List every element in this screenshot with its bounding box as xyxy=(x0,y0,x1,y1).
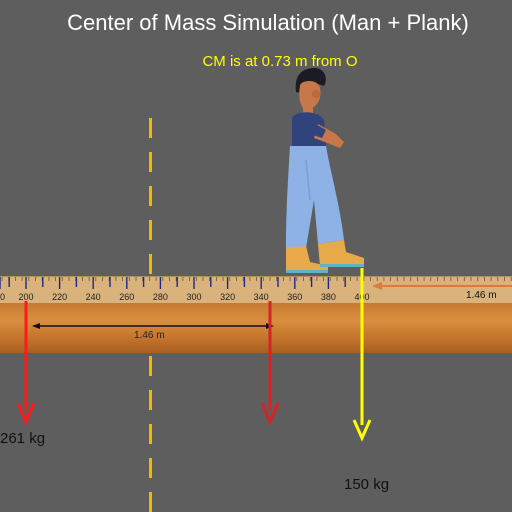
ruler-label: 320 xyxy=(220,292,235,302)
ruler-label: 340 xyxy=(254,292,269,302)
ruler-label: 260 xyxy=(119,292,134,302)
ruler-label: 0 xyxy=(0,292,5,302)
plank[interactable] xyxy=(0,303,512,353)
ruler-label: 280 xyxy=(153,292,168,302)
cm-position-text: CM is at 0.73 m from O xyxy=(202,53,358,70)
dimension-label: 1.46 m xyxy=(134,330,165,341)
ruler-ticks: 0200220240260280300320340360380400 xyxy=(0,277,512,302)
left-mass-label: 261 kg xyxy=(0,430,46,447)
cm-weight-arrow xyxy=(260,301,280,426)
standing-man-icon[interactable] xyxy=(286,68,364,273)
ruler-label: 360 xyxy=(287,292,302,302)
length-pointer-label: 1.46 m xyxy=(466,290,497,301)
ruler-label: 380 xyxy=(321,292,336,302)
ruler-label: 300 xyxy=(186,292,201,302)
man-weight-arrow xyxy=(352,268,372,442)
dimension-line xyxy=(32,323,274,329)
ruler-label: 220 xyxy=(52,292,67,302)
page-title: Center of Mass Simulation (Man + Plank) xyxy=(67,10,469,35)
left-weight-arrow xyxy=(16,301,36,426)
ruler-label: 200 xyxy=(18,292,33,302)
ruler: 0200220240260280300320340360380400 xyxy=(0,276,512,304)
length-pointer-arrow xyxy=(372,282,512,290)
right-mass-label: 150 kg xyxy=(344,476,390,493)
ruler-label: 240 xyxy=(86,292,101,302)
